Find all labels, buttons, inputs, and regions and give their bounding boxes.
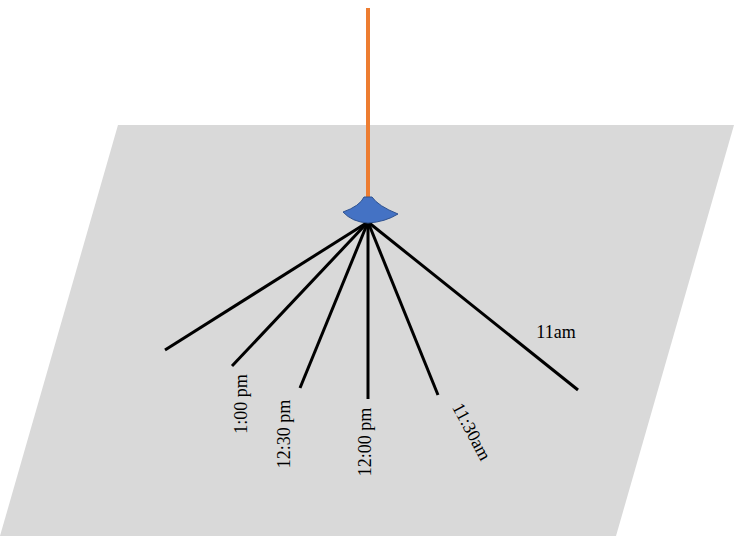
hour-line — [367, 222, 370, 399]
stick-base — [343, 197, 398, 223]
hour-line — [232, 222, 368, 366]
gnomon-stick — [366, 8, 370, 205]
hour-line — [368, 222, 438, 395]
time-label: 11am — [536, 323, 575, 343]
time-label: 12:30 pm — [275, 400, 295, 469]
hour-line — [368, 222, 578, 390]
hour-line — [300, 222, 368, 388]
time-label: 12:00 pm — [356, 408, 376, 477]
hour-lines — [165, 222, 578, 399]
time-label: 1:00 pm — [232, 374, 252, 434]
